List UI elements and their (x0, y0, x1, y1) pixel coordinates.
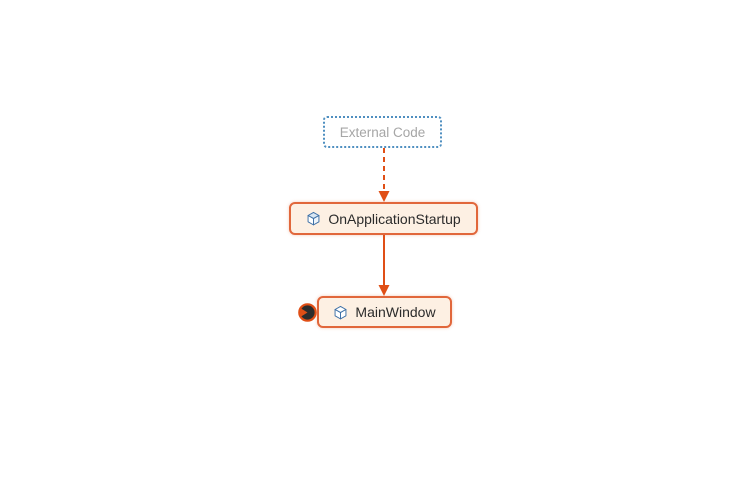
cube-icon (306, 211, 321, 226)
edge-external-to-startup[interactable] (378, 148, 390, 202)
node-label: External Code (339, 124, 426, 140)
cube-icon (333, 305, 348, 320)
arrowhead-icon (378, 285, 390, 296)
node-label: OnApplicationStartup (328, 210, 461, 227)
node-mainwindow[interactable]: MainWindow (317, 296, 452, 328)
node-external-code[interactable]: External Code (323, 116, 442, 148)
node-onapplicationstartup[interactable]: OnApplicationStartup (289, 202, 478, 235)
arrowhead-icon (378, 191, 390, 202)
node-label: MainWindow (355, 304, 436, 320)
edge-startup-to-main[interactable] (378, 235, 390, 296)
entry-point-badge-icon (298, 303, 317, 322)
